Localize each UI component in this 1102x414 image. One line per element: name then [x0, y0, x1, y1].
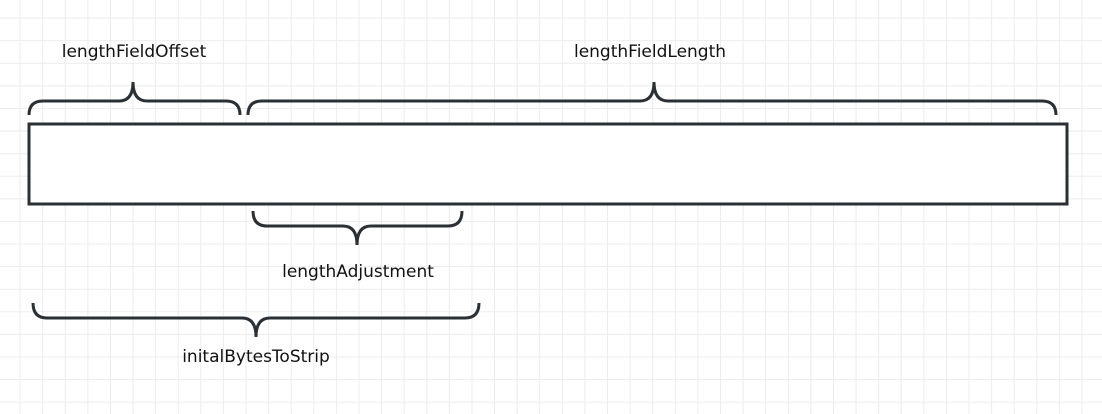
brace-length-adjustment — [251, 210, 464, 246]
label-length-adjustment: lengthAdjustment — [282, 262, 434, 282]
label-length-field-length: lengthFieldLength — [573, 42, 727, 62]
frame-box — [27, 122, 1069, 206]
brace-length-field-offset — [27, 81, 242, 116]
brace-length-field-length — [246, 81, 1058, 116]
label-length-field-offset: lengthFieldOffset — [61, 42, 207, 62]
label-initial-bytes-to-strip: initalBytesToStrip — [182, 347, 330, 367]
brace-initial-bytes-to-strip — [31, 302, 481, 338]
